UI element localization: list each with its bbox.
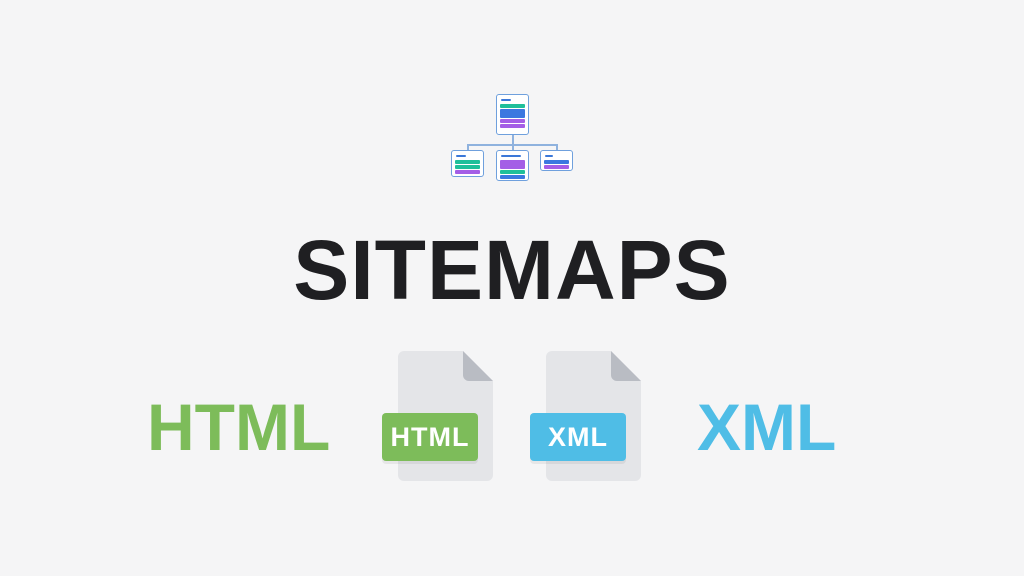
sitemap-root-node xyxy=(496,94,529,135)
connector-line xyxy=(512,144,514,150)
html-label: HTML xyxy=(147,390,331,464)
xml-label: XML xyxy=(697,390,837,464)
sitemap-child-node xyxy=(540,150,573,171)
connector-line xyxy=(512,134,514,144)
sitemap-child-node xyxy=(496,150,529,181)
xml-file-tag: XML xyxy=(530,413,626,461)
sitemap-hierarchy-icon xyxy=(448,92,578,182)
sitemap-child-node xyxy=(451,150,484,177)
html-file-tag: HTML xyxy=(382,413,478,461)
connector-line xyxy=(467,144,469,150)
connector-line xyxy=(556,144,558,150)
page-title: SITEMAPS xyxy=(293,223,731,317)
